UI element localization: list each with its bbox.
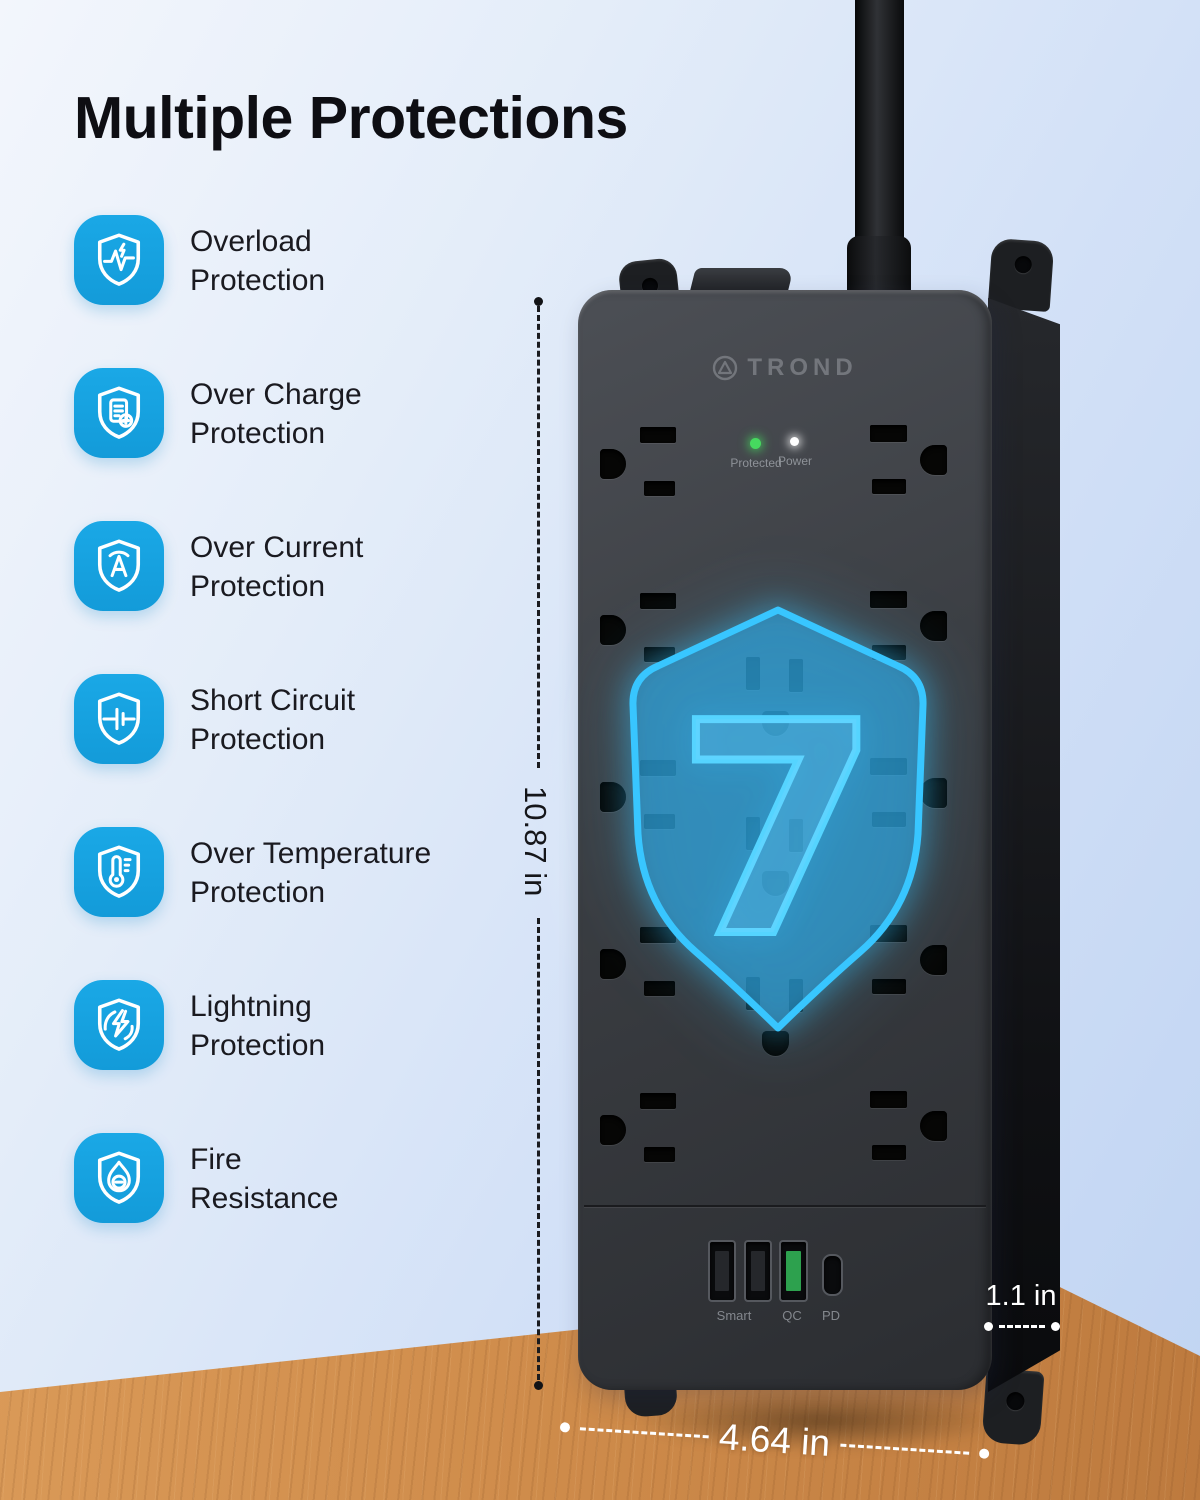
ac-outlet[interactable] <box>600 917 682 1009</box>
height-dimension-line <box>537 306 540 768</box>
lightning-shield-icon <box>74 980 164 1070</box>
ac-outlet[interactable] <box>600 1083 682 1175</box>
power-led <box>790 437 799 446</box>
brand-name: TROND <box>747 354 858 381</box>
dimension-endpoint <box>984 1322 993 1331</box>
protections-count: 7 <box>676 661 879 1001</box>
qc-port-label: QC <box>782 1308 802 1323</box>
fire-resistance-shield-icon <box>74 1133 164 1223</box>
width-dimension-label: 4.64 in <box>717 1416 832 1464</box>
mounting-hole <box>1005 1391 1026 1411</box>
usb-a-qc-port[interactable] <box>779 1240 808 1302</box>
usb-a-port[interactable] <box>744 1240 772 1302</box>
height-dimension-label: 10.87 in <box>518 786 553 897</box>
dimension-endpoint <box>534 297 543 306</box>
ac-outlet[interactable] <box>600 417 682 509</box>
over-temperature-shield-icon <box>74 827 164 917</box>
width-dimension-line <box>839 1443 970 1455</box>
protections-shield-badge: 7 <box>608 594 948 1050</box>
pd-port-label: PD <box>821 1308 841 1323</box>
width-dimension-line <box>579 1426 710 1438</box>
page-title: Multiple Protections <box>74 85 628 151</box>
brand-logo: TROND <box>578 354 992 382</box>
depth-dimension-label: 1.1 in <box>985 1280 1057 1312</box>
dimension-endpoint <box>559 1422 571 1433</box>
panel-seam <box>584 1205 986 1207</box>
overcharge-shield-icon <box>74 368 164 458</box>
dimension-endpoint <box>1051 1322 1060 1331</box>
power-strip-side <box>988 298 1060 1392</box>
mounting-hole <box>1014 255 1033 274</box>
height-dimension-line <box>537 918 540 1380</box>
ac-outlet[interactable] <box>866 1079 950 1171</box>
trond-logo-icon <box>713 355 738 381</box>
short-circuit-shield-icon <box>74 674 164 764</box>
usb-c-pd-port[interactable] <box>822 1254 843 1296</box>
smart-ports-label: Smart <box>716 1308 752 1323</box>
protected-led <box>750 438 761 449</box>
ac-outlet[interactable] <box>866 913 950 1005</box>
power-cord <box>855 0 904 242</box>
depth-dimension-line <box>999 1325 1045 1328</box>
depth-dimension <box>984 1322 1060 1331</box>
usb-a-port[interactable] <box>708 1240 736 1302</box>
mounting-tab <box>987 237 1055 313</box>
dimension-endpoint <box>978 1448 990 1459</box>
power-led-label: Power <box>777 454 812 468</box>
overcurrent-shield-icon <box>74 521 164 611</box>
overload-shield-icon <box>74 215 164 305</box>
ac-outlet[interactable] <box>866 413 950 505</box>
dimension-endpoint <box>534 1381 543 1390</box>
protected-led-label: Protected <box>730 456 782 470</box>
